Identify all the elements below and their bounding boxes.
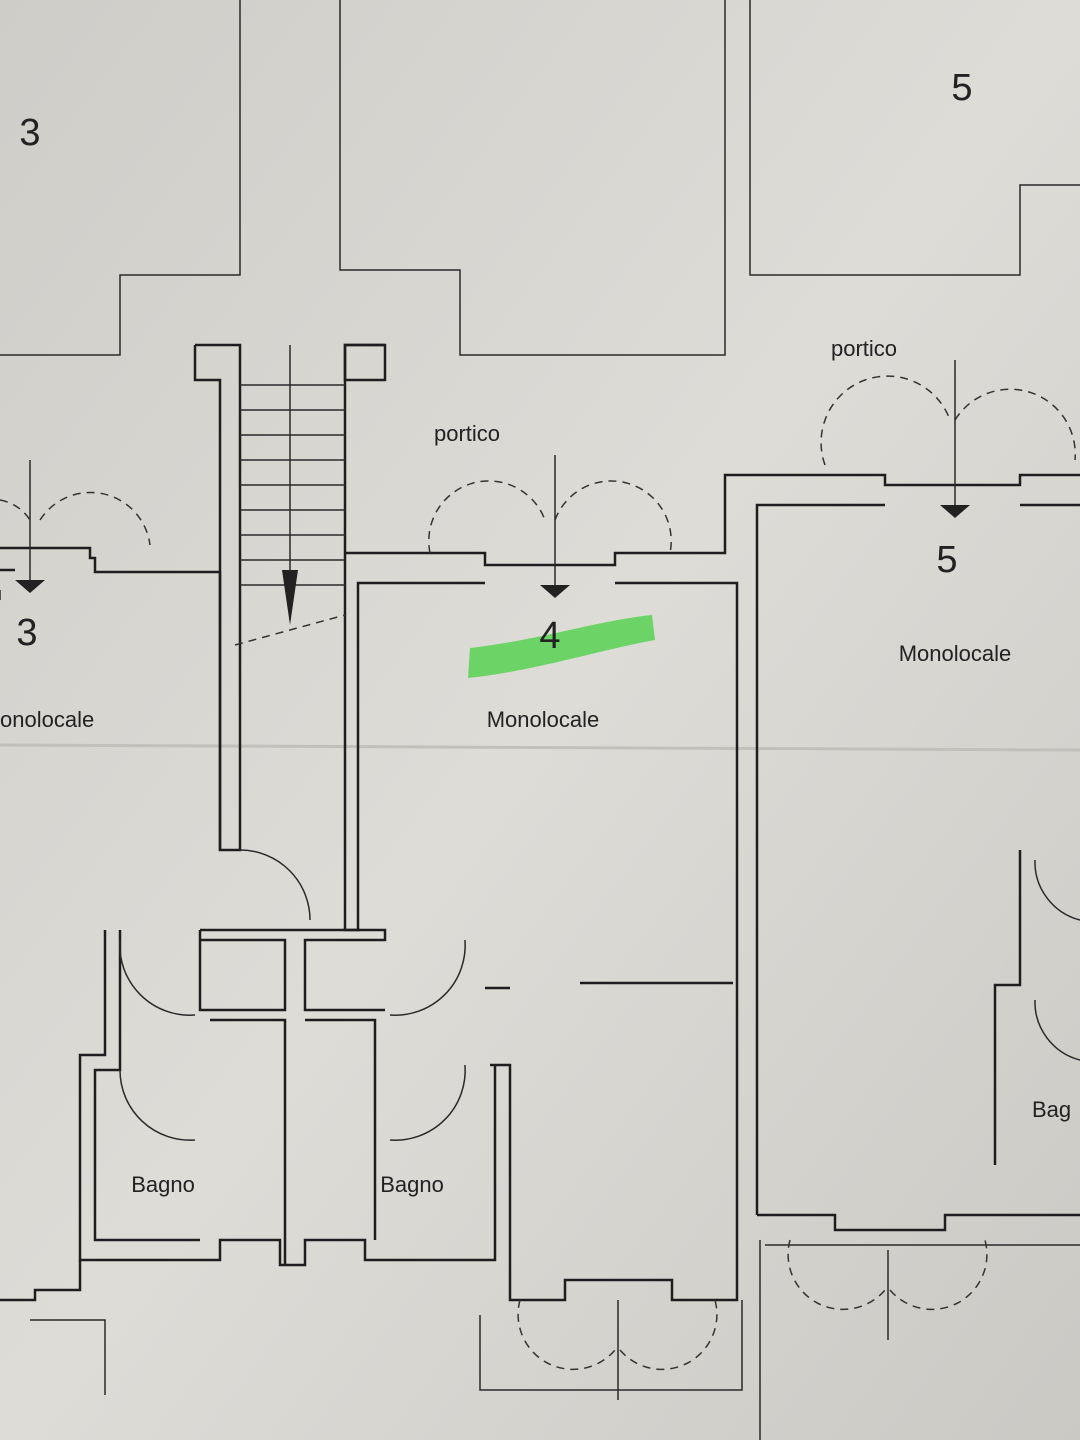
portico-label: portico [831, 336, 897, 361]
unit-number-4: 4 [539, 615, 560, 657]
room-label-monolocale-left: onolocale [0, 707, 94, 732]
stairs [234, 345, 346, 646]
highlight-marker [468, 615, 655, 678]
unit-number-3: 3 [16, 612, 37, 654]
door-swings [0, 360, 1080, 1400]
room-label-bagno-left: Bagno [131, 1172, 195, 1197]
room-label-bagno-right: Bag [1032, 1097, 1071, 1122]
room-label-monolocale-center: Monolocale [487, 707, 600, 732]
unit-number-5: 5 [936, 539, 957, 581]
room-label-bagno-center: Bagno [380, 1172, 444, 1197]
room-label-monolocale-right: Monolocale [899, 641, 1012, 666]
unit-number-top-left: 3 [19, 112, 40, 154]
walls [0, 343, 1080, 1440]
unit-number-top-right: 5 [951, 67, 972, 109]
paper-fold [0, 743, 1080, 752]
upper-units-outline [0, 0, 1080, 600]
labels: 3 5 portico portico 3 4 5 onolocale Mono… [0, 67, 1071, 1197]
portico-label: portico [434, 421, 500, 446]
